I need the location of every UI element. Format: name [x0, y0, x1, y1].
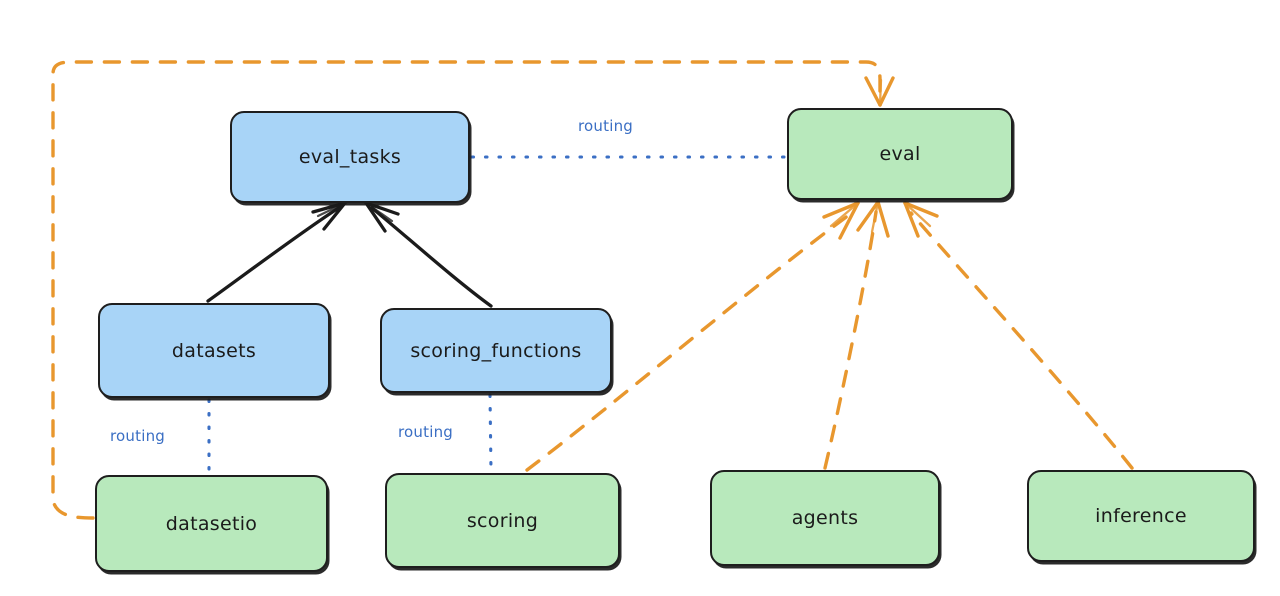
node-agents[interactable]: agents	[710, 470, 940, 566]
edge-scoring_functions-scoring	[488, 393, 493, 473]
node-inference[interactable]: inference	[1027, 470, 1255, 562]
node-label: scoring	[466, 509, 539, 532]
node-scoring[interactable]: scoring	[385, 473, 620, 568]
node-label: inference	[1095, 505, 1187, 527]
edge-label-routing-eval-tasks-eval: routing	[578, 117, 633, 135]
node-datasets[interactable]: datasets	[98, 303, 330, 398]
node-eval[interactable]: eval	[787, 108, 1013, 200]
edge-datasets-eval_tasks	[206, 201, 347, 303]
node-label: eval	[879, 143, 921, 165]
node-scoring-functions[interactable]: scoring_functions	[380, 308, 612, 393]
node-eval-tasks[interactable]: eval_tasks	[230, 111, 470, 203]
node-label: agents	[791, 507, 859, 529]
edge-datasetio-eval	[51, 60, 895, 520]
node-datasetio[interactable]: datasetio	[95, 475, 328, 572]
edge-agents-eval	[823, 200, 890, 470]
node-label: datasets	[171, 339, 257, 362]
edge-label-routing-scoring-functions-scoring: routing	[398, 423, 453, 441]
node-label: eval_tasks	[298, 146, 402, 168]
edge-inference-eval	[903, 201, 1134, 470]
edge-label-routing-datasets-datasetio: routing	[110, 427, 165, 445]
node-label: datasetio	[165, 512, 258, 535]
node-label: scoring_functions	[410, 339, 582, 362]
edge-scoring_functions-eval_tasks	[364, 201, 493, 308]
